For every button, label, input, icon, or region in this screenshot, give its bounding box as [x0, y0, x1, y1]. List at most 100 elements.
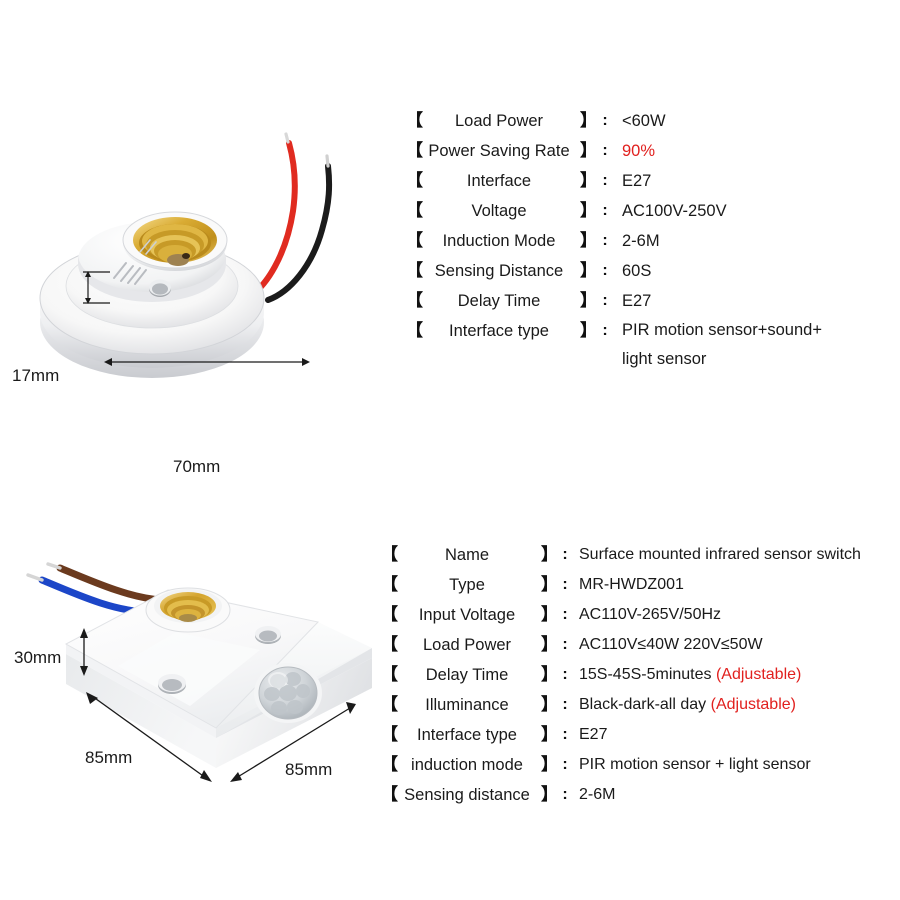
spec-value: PIR motion sensor+sound+ light sensor	[622, 321, 822, 368]
sound-sensor-vents	[113, 262, 147, 285]
bracket-right: 】	[541, 575, 558, 594]
dimension-width-right-85mm	[230, 702, 356, 782]
spec-row: 【 Induction Mode 】 : 2-6M	[406, 226, 900, 256]
bracket-right: 】	[580, 261, 597, 280]
bracket-left: 【	[381, 665, 398, 684]
bracket-right: 】	[541, 605, 558, 624]
colon: :	[562, 636, 568, 653]
bracket-right: 】	[541, 545, 558, 564]
colon: :	[562, 786, 568, 803]
bracket-left: 【	[406, 321, 423, 340]
dimension-height-17mm	[83, 271, 110, 304]
spec-row: 【 Name 】 : Surface mounted infrared sens…	[381, 540, 900, 570]
spec-value: 15S-45S-5minutes (Adjustable)	[575, 660, 900, 690]
spec-row: 【 Voltage 】 : AC100V-250V	[406, 196, 900, 226]
dimension-width-left-85mm	[86, 692, 212, 782]
colon: :	[562, 726, 568, 743]
spec-label: Induction Mode	[442, 232, 556, 250]
spec-label: Illuminance	[425, 696, 509, 714]
dimension-label-70mm: 70mm	[173, 457, 221, 476]
spec-row: 【 Delay Time 】 : E27	[406, 286, 900, 316]
bracket-right: 】	[580, 291, 597, 310]
spec-row: 【 Load Power 】 : AC110V≤40W 220V≤50W	[381, 630, 900, 660]
e27-socket	[133, 217, 217, 266]
colon: :	[602, 112, 608, 129]
colon: :	[562, 576, 568, 593]
dimension-label-17mm: 17mm	[12, 366, 60, 385]
product-image-square-pir-holder: 30mm 85mm 85mm	[0, 528, 390, 820]
spec-label: Power Saving Rate	[428, 142, 570, 160]
bracket-left: 【	[381, 755, 398, 774]
colon: :	[602, 322, 608, 339]
colon: :	[602, 232, 608, 249]
colon: :	[602, 292, 608, 309]
bracket-left: 【	[381, 545, 398, 564]
spec-value: 2-6M	[622, 232, 660, 250]
spec-row: 【 Interface 】 : E27	[406, 166, 900, 196]
spec-value-highlight: (Adjustable)	[710, 696, 796, 713]
body-left-face	[66, 654, 216, 768]
bracket-right: 】	[580, 171, 597, 190]
spec-value: 90%	[616, 136, 900, 166]
spec-label: Delay Time	[425, 666, 509, 684]
colon: :	[602, 202, 608, 219]
spec-row: 【 Power Saving Rate 】 : 90%	[406, 136, 900, 166]
spec-label: Name	[444, 546, 489, 564]
colon: :	[562, 756, 568, 773]
bracket-right: 】	[541, 665, 558, 684]
round-lamp-holder-illustration	[39, 132, 333, 378]
bracket-left: 【	[381, 575, 398, 594]
dimension-label-85mm-left: 85mm	[85, 748, 133, 767]
red-wire	[247, 140, 298, 299]
spec-value: PIR motion sensor + light sensor	[579, 756, 811, 773]
bracket-left: 【	[406, 141, 423, 160]
spec-value-highlight: 90%	[622, 142, 656, 160]
bracket-left: 【	[381, 695, 398, 714]
bracket-left: 【	[381, 605, 398, 624]
colon: :	[562, 606, 568, 623]
spec-table-round-holder: 【 Load Power 】 : <60W 【 Power Saving Rat…	[406, 106, 900, 374]
spec-row: 【 Input Voltage 】 : AC110V-265V/50Hz	[381, 600, 900, 630]
spec-value: 60S	[622, 262, 652, 280]
spec-row: 【 Interface type 】 : PIR motion sensor+s…	[406, 316, 900, 374]
spec-label: Interface	[466, 172, 532, 190]
spec-value: Black-dark-all day (Adjustable)	[575, 690, 900, 720]
colon: :	[562, 696, 568, 713]
spec-label: Voltage	[471, 202, 527, 220]
spec-label: Interface type	[417, 726, 517, 744]
bracket-left: 【	[381, 725, 398, 744]
bracket-left: 【	[381, 785, 398, 804]
bracket-left: 【	[406, 291, 423, 310]
colon: :	[602, 142, 608, 159]
dimension-height-30mm	[80, 628, 88, 676]
spec-value: E27	[622, 292, 652, 310]
spec-value: <60W	[622, 112, 666, 130]
spec-label: Type	[449, 576, 485, 594]
spec-label: Delay Time	[457, 292, 541, 310]
vent-slots-secondary	[139, 239, 157, 255]
spec-row: 【 Sensing Distance 】 : 60S	[406, 256, 900, 286]
spec-value: E27	[579, 726, 608, 743]
bracket-left: 【	[406, 111, 423, 130]
spec-label: Load Power	[422, 636, 512, 654]
spec-value-text: 15S-45S-5minutes	[579, 666, 716, 683]
bracket-right: 】	[580, 231, 597, 250]
spec-label: Interface type	[449, 322, 549, 340]
spec-label: induction mode	[411, 756, 523, 774]
bracket-right: 】	[541, 725, 558, 744]
bracket-right: 】	[541, 695, 558, 714]
spec-value-highlight: (Adjustable)	[715, 666, 802, 683]
bracket-left: 【	[381, 635, 398, 654]
spec-value: 2-6M	[579, 786, 616, 803]
bracket-right: 】	[580, 141, 597, 160]
bracket-left: 【	[406, 201, 423, 220]
e27-socket	[145, 587, 231, 633]
spec-value: Surface mounted infrared sensor switch	[579, 546, 861, 563]
dimension-diameter-70mm	[104, 358, 310, 366]
dimension-label-85mm-right: 85mm	[285, 760, 333, 779]
spec-value: MR-HWDZ001	[579, 576, 684, 593]
spec-value: AC100V-250V	[622, 202, 727, 220]
colon: :	[562, 546, 568, 563]
pir-sensor-dome	[254, 663, 322, 723]
